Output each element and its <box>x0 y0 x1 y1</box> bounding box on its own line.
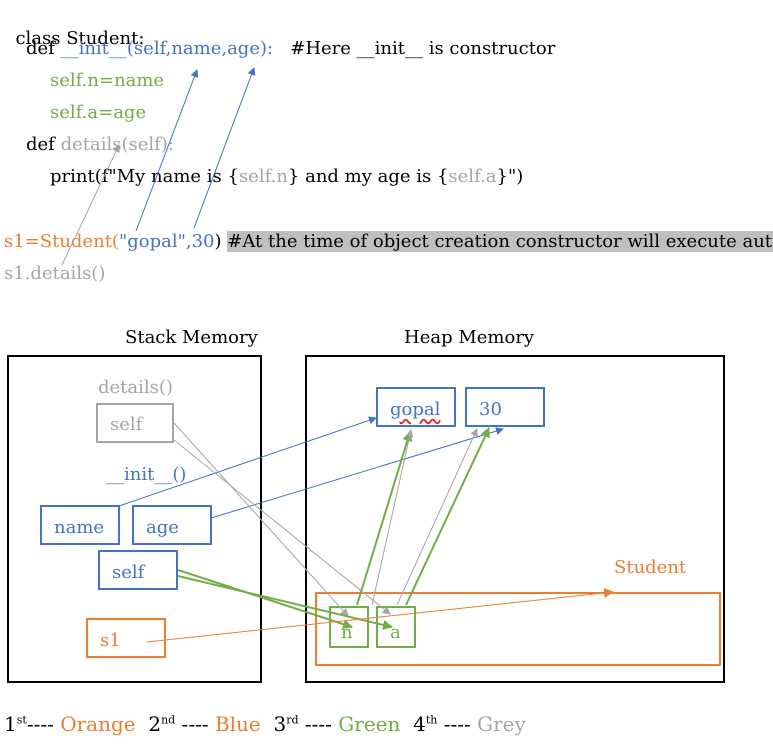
arrow-30-to-age-param <box>193 67 256 229</box>
creation-comment: #At the time of object creation construc… <box>227 231 773 252</box>
s1-label: s1 <box>100 630 121 651</box>
arrow-details-self-to-n <box>173 422 349 617</box>
arrow-details-self-to-a <box>173 439 391 615</box>
age-label: age <box>146 517 179 538</box>
class-decl: class Student: <box>15 28 145 49</box>
legend-blue: Blue <box>214 712 261 736</box>
name-box: name <box>40 505 120 545</box>
constructor-args: "gopal",30 <box>118 231 215 252</box>
init-frame-label: __init__() <box>106 464 187 485</box>
a-box: a <box>376 606 416 648</box>
stack-memory-title: Stack Memory <box>125 327 258 348</box>
legend-2-sup: nd <box>161 713 176 727</box>
heap-memory-box <box>305 355 725 683</box>
thirty-box: 30 <box>465 387 545 427</box>
legend-1-sup: st <box>16 713 27 727</box>
code-line-details-call: s1.details() <box>4 263 106 284</box>
legend-1-dash: ---- <box>26 712 61 736</box>
arrow-a-to-30-grey <box>396 428 478 606</box>
arrow-gopal-to-name-param <box>135 69 199 232</box>
code-line-object-creation: s1=Student("gopal",30) #At the time of o… <box>4 231 773 253</box>
legend-3-dash: ---- <box>298 712 339 736</box>
close-paren: ) <box>214 231 222 252</box>
n-box: n <box>329 606 369 648</box>
arrow-init-self-to-a <box>177 575 393 630</box>
code-line-class: class Student: <box>4 6 144 50</box>
init-self-box: self <box>98 550 178 590</box>
n-label: n <box>341 622 353 643</box>
print-start: print(f"My name is { <box>50 166 239 187</box>
init-comment: #Here __init__ is constructor <box>273 38 556 59</box>
legend-2-dash: ---- <box>175 712 215 736</box>
arrow-init-self-to-n <box>177 569 353 629</box>
init-signature: __init__(self,name,age): <box>60 38 274 59</box>
name-label: name <box>54 517 105 538</box>
age-box: age <box>132 505 212 545</box>
print-mid: } and my age is { <box>287 166 449 187</box>
legend-3-sup: rd <box>286 713 299 727</box>
gopal-box: gopal <box>376 387 456 427</box>
legend-1: 1 <box>4 712 17 736</box>
thirty-label: 30 <box>479 399 502 420</box>
student-label: Student <box>614 557 687 578</box>
heap-memory-title: Heap Memory <box>404 327 535 348</box>
a-label: a <box>390 622 401 643</box>
code-line-init-def: def __init__(self,name,age): #Here __ini… <box>26 38 555 60</box>
def-keyword-2: def <box>26 134 61 155</box>
code-line-self-a: self.a=age <box>50 102 147 123</box>
gopal-label: gopal <box>390 399 441 420</box>
arrow-s1-to-student <box>146 587 614 643</box>
s1-box: s1 <box>86 618 166 658</box>
code-line-print: print(f"My name is {self.n} and my age i… <box>50 166 523 188</box>
arrow-a-to-30 <box>405 427 490 606</box>
code-line-self-n: self.n=name <box>50 70 165 91</box>
student-object-box <box>315 592 721 666</box>
print-self-n: self.n <box>238 166 288 187</box>
legend-grey: Grey <box>477 712 526 736</box>
details-frame-label: details() <box>98 377 173 398</box>
details-self-label: self <box>110 414 143 435</box>
details-self-box: self <box>96 403 174 443</box>
arrow-age-to-30 <box>210 427 504 519</box>
color-order-legend: 1st---- Orange 2nd ---- Blue 3rd ---- Gr… <box>4 712 526 736</box>
legend-3: 3 <box>273 712 287 736</box>
object-creation: s1=Student( <box>4 231 119 252</box>
arrow-name-to-gopal <box>118 416 377 507</box>
legend-green: Green <box>338 712 401 736</box>
def-keyword: def <box>26 38 61 59</box>
arrow-n-to-gopal <box>356 431 413 606</box>
init-self-label: self <box>112 562 145 583</box>
legend-4: 4 <box>413 712 426 736</box>
legend-4-sup: th <box>425 713 438 727</box>
legend-4-dash: ---- <box>437 712 478 736</box>
print-end: }") <box>496 166 524 187</box>
arrow-n-to-gopal-grey <box>371 429 414 606</box>
arrow-s1-to-details-self <box>61 144 120 266</box>
print-self-a: self.a <box>448 166 497 187</box>
legend-orange: Orange <box>60 712 136 736</box>
legend-2: 2 <box>148 712 162 736</box>
